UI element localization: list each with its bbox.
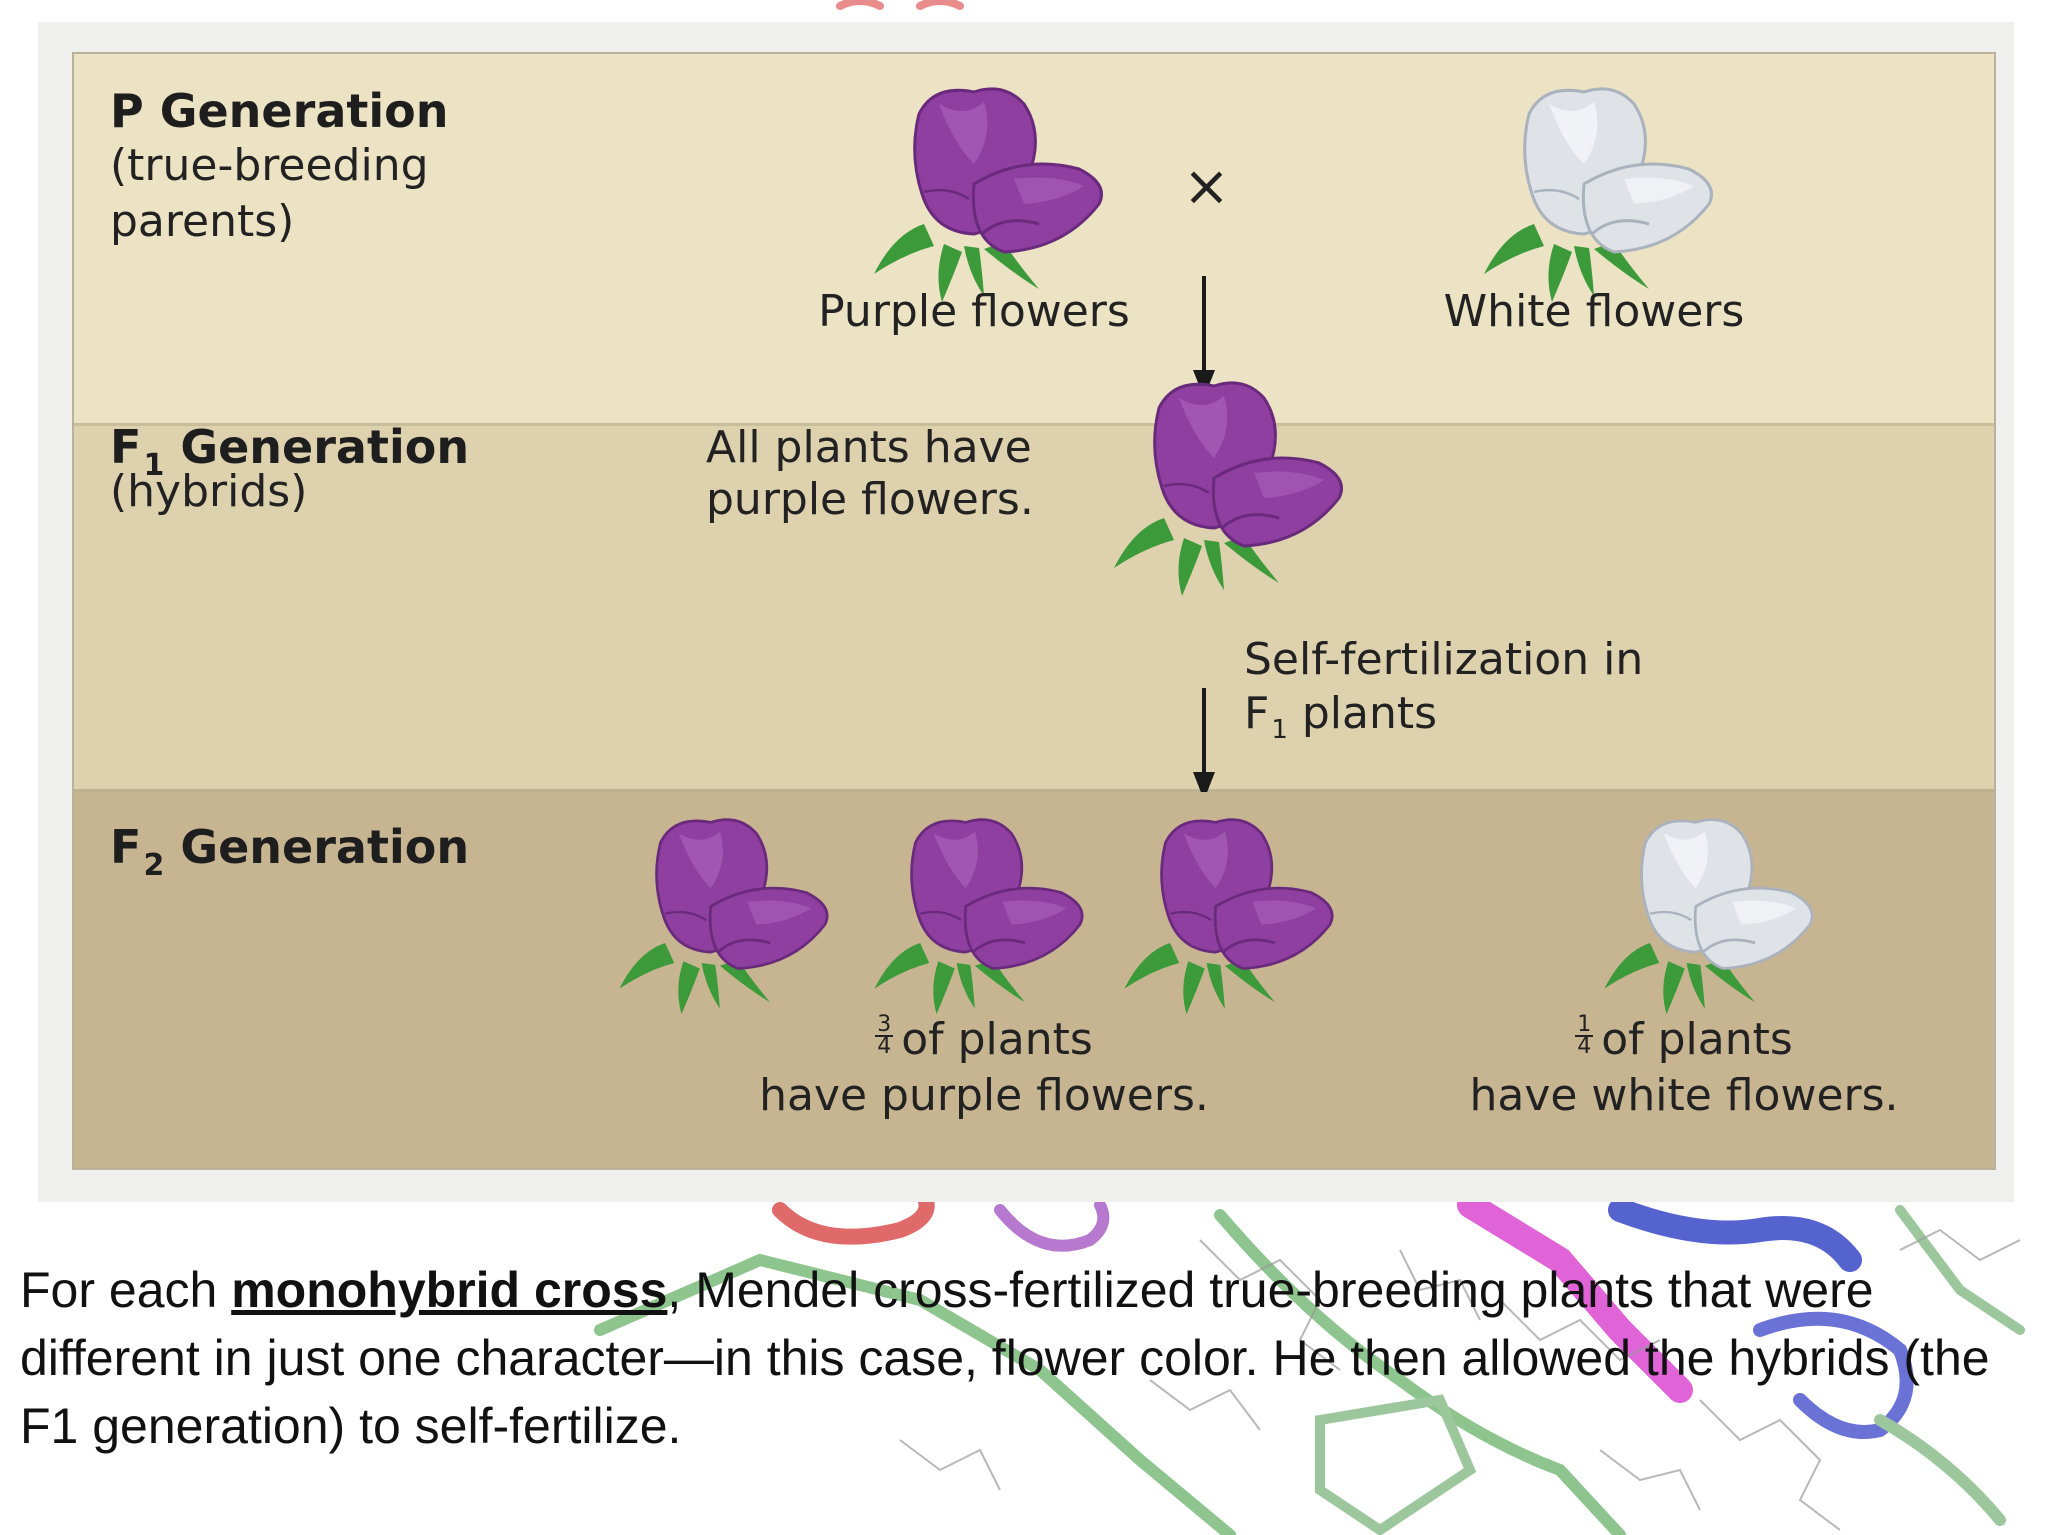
purple-parent-flower xyxy=(864,74,1124,304)
fraction-numerator: 3 xyxy=(875,1012,894,1037)
flower-illustration xyxy=(1114,381,1343,596)
f1-title-suffix: Generation xyxy=(164,420,470,474)
cross-symbol: × xyxy=(1183,154,1230,219)
caption-term-monohybrid-cross: monohybrid cross xyxy=(231,1262,668,1318)
f2-purple-flower-3 xyxy=(1114,806,1354,1016)
white-parent-flower xyxy=(1474,74,1734,304)
f1-title-subscript: 1 xyxy=(143,448,165,483)
f1-to-f2-arrow xyxy=(1193,688,1215,800)
p-generation-title: P Generation xyxy=(110,84,449,138)
p-generation-subtitle-line2: parents) xyxy=(110,196,295,247)
flower-illustration xyxy=(1484,87,1713,302)
f2-title-letter: F xyxy=(110,820,142,874)
flower-illustration xyxy=(874,87,1103,302)
f1-generation-band: F1 Generation (hybrids) All plants have … xyxy=(74,381,1994,800)
flower-illustration xyxy=(874,818,1084,1015)
flower-illustration xyxy=(619,818,829,1015)
f1-purple-flower xyxy=(1104,368,1364,598)
f2-purple-flower-2 xyxy=(864,806,1104,1016)
white-flowers-label: White flowers xyxy=(1443,286,1745,337)
p-generation-band: P Generation (true-breeding parents) × P… xyxy=(74,54,1994,426)
caption-text: For each monohybrid cross, Mendel cross-… xyxy=(20,1256,2030,1460)
f2-purple-label-line2: have purple flowers. xyxy=(759,1070,1209,1121)
f1-generation-subtitle: (hybrids) xyxy=(110,466,308,517)
caption-body: , Mendel cross-fertilized true-breeding … xyxy=(20,1262,1990,1454)
fraction-numerator: 1 xyxy=(1575,1012,1594,1037)
self-fertilization-subscript: 1 xyxy=(1271,715,1288,745)
self-fertilization-label-line2: F1 plants xyxy=(1244,686,1437,748)
f1-title-letter: F xyxy=(110,420,142,474)
fraction-denominator: 4 xyxy=(877,1034,892,1059)
f1-generation-title: F1 Generation xyxy=(110,420,470,483)
self-fertilization-label-line1: Self-fertilization in xyxy=(1244,634,1644,685)
flower-illustration xyxy=(1124,818,1334,1015)
f2-generation-title: F2 Generation xyxy=(110,820,470,883)
f2-purple-flower-1 xyxy=(609,806,849,1016)
p-generation-subtitle-line1: (true-breeding xyxy=(110,140,429,191)
caption-intro: For each xyxy=(20,1262,232,1318)
monohybrid-cross-figure: P Generation (true-breeding parents) × P… xyxy=(72,52,1996,1170)
purple-of-plants-text: of plants xyxy=(901,1014,1093,1065)
f1-all-plants-line2: purple flowers. xyxy=(706,474,1034,525)
f2-white-flower xyxy=(1594,806,1834,1016)
self-fertilization-f-letter: F xyxy=(1244,688,1270,739)
f2-title-subscript: 2 xyxy=(143,848,165,883)
purple-flowers-label: Purple flowers xyxy=(818,286,1130,337)
white-of-plants-text: of plants xyxy=(1601,1014,1793,1065)
self-fertilization-suffix: plants xyxy=(1287,688,1438,739)
f1-all-plants-line1: All plants have xyxy=(706,422,1032,473)
fraction-denominator: 4 xyxy=(1577,1034,1592,1059)
flower-illustration xyxy=(1604,818,1814,1015)
f2-title-suffix: Generation xyxy=(164,820,470,874)
f2-white-label-line2: have white flowers. xyxy=(1469,1070,1899,1121)
